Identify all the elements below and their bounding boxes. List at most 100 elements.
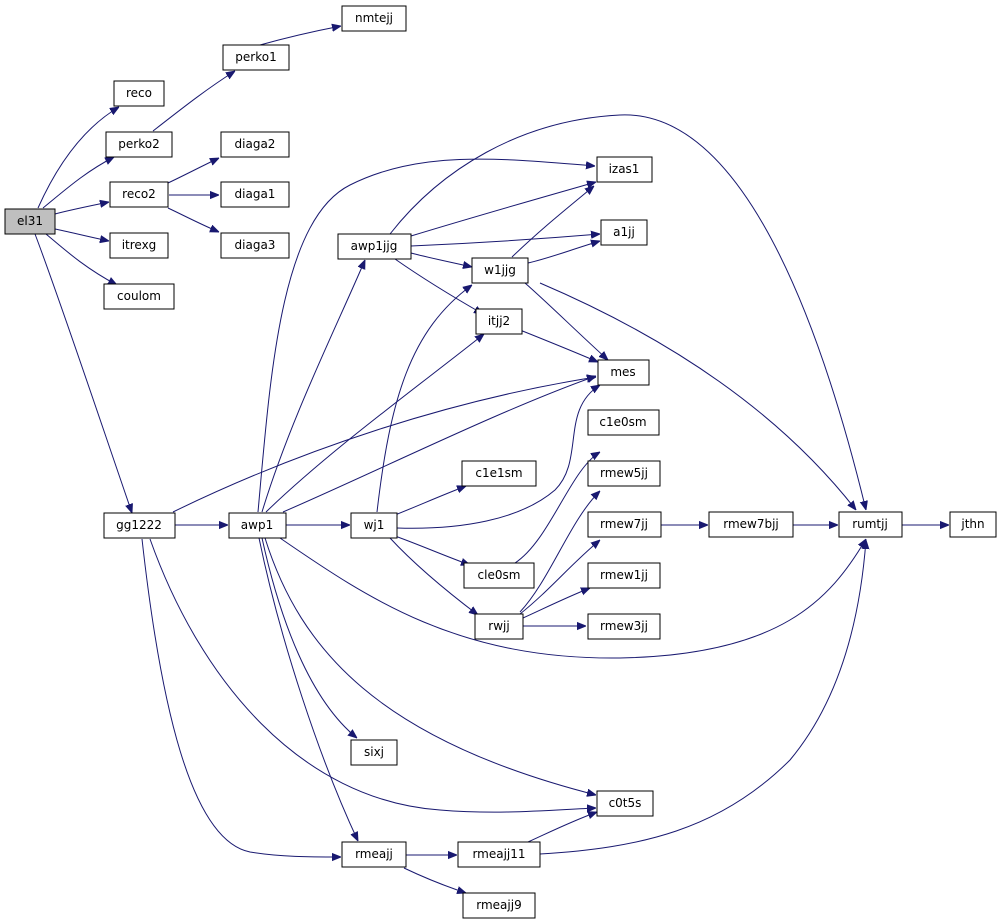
node-label: itjj2 xyxy=(488,314,510,328)
node-label: awp1jjg xyxy=(351,239,398,253)
node-label: awp1 xyxy=(241,518,273,532)
node-wj1[interactable]: wj1 xyxy=(350,512,398,539)
node-reco2[interactable]: reco2 xyxy=(109,181,169,208)
node-jthn[interactable]: jthn xyxy=(949,511,997,538)
node-sixj[interactable]: sixj xyxy=(350,739,398,766)
node-itrexg[interactable]: itrexg xyxy=(109,232,169,259)
node-reco[interactable]: reco xyxy=(113,80,165,107)
node-coulom[interactable]: coulom xyxy=(103,283,175,310)
edge-awp1jjg-izas1 xyxy=(410,182,596,237)
edge-wj1-rwjj xyxy=(389,537,478,615)
edge-itjj2-mes xyxy=(519,329,598,362)
node-label: rwjj xyxy=(488,619,509,633)
node-mes[interactable]: mes xyxy=(597,359,650,386)
node-rmew3jj[interactable]: rmew3jj xyxy=(587,613,661,640)
node-rmew1jj[interactable]: rmew1jj xyxy=(587,562,661,589)
node-diaga1[interactable]: diaga1 xyxy=(220,181,290,208)
node-itjj2[interactable]: itjj2 xyxy=(475,308,523,335)
edge-wj1-cle0sm xyxy=(394,535,470,565)
node-label: reco2 xyxy=(122,187,156,201)
edge-awp1-mes xyxy=(282,376,596,513)
node-rmeajj11[interactable]: rmeajj11 xyxy=(457,841,541,868)
edge-w1jjg-mes xyxy=(524,282,608,360)
node-c1e0sm[interactable]: c1e0sm xyxy=(587,409,660,436)
node-label: sixj xyxy=(364,745,384,759)
node-label: el31 xyxy=(17,214,43,228)
node-label: rmeajj11 xyxy=(472,847,525,861)
edge-wj1-mes xyxy=(396,385,600,529)
edge-w1jjg-rumtjj xyxy=(539,282,856,510)
edge-w1jjg-izas1 xyxy=(511,186,594,258)
edges xyxy=(34,26,949,893)
edge-rmeajj-rmeajj9 xyxy=(403,867,466,893)
node-perko2[interactable]: perko2 xyxy=(105,131,173,158)
node-label: perko2 xyxy=(118,137,159,151)
node-awp1[interactable]: awp1 xyxy=(228,512,287,539)
node-w1jjg[interactable]: w1jjg xyxy=(471,257,529,284)
node-label: c1e0sm xyxy=(599,415,646,429)
edge-awp1jjg-itjj2 xyxy=(394,258,483,314)
node-label: rmeajj9 xyxy=(476,898,521,912)
node-diaga3[interactable]: diaga3 xyxy=(220,232,290,259)
node-izas1[interactable]: izas1 xyxy=(596,156,653,183)
edge-reco2-diaga2 xyxy=(167,158,219,184)
node-cle0sm[interactable]: cle0sm xyxy=(463,562,535,589)
edge-rmeajj11-rumtjj xyxy=(539,540,866,855)
node-label: cle0sm xyxy=(478,568,521,582)
node-label: nmtejj xyxy=(355,11,393,25)
node-rmeajj9[interactable]: rmeajj9 xyxy=(462,892,536,919)
node-el31[interactable]: el31 xyxy=(4,208,56,235)
node-label: diaga2 xyxy=(235,137,276,151)
edge-perko1-nmtejj xyxy=(259,26,341,46)
edge-awp1jjg-w1jjg xyxy=(410,252,472,267)
edge-awp1-awp1jjg xyxy=(261,260,365,513)
edge-el31-perko2 xyxy=(42,157,114,209)
edge-rwjj-rmew7jj xyxy=(519,540,600,615)
node-diaga2[interactable]: diaga2 xyxy=(220,131,290,158)
node-rmew5jj[interactable]: rmew5jj xyxy=(587,460,661,487)
node-nmtejj[interactable]: nmtejj xyxy=(341,5,407,32)
edge-awp1-rmeajj xyxy=(258,537,358,841)
node-label: rmew1jj xyxy=(600,568,648,582)
edge-el31-itrexg xyxy=(54,228,109,241)
node-perko1[interactable]: perko1 xyxy=(222,44,290,71)
node-rumtjj[interactable]: rumtjj xyxy=(838,511,903,538)
node-label: rmew7bjj xyxy=(723,517,779,531)
node-label: gg1222 xyxy=(116,518,162,532)
node-label: rmew5jj xyxy=(600,466,648,480)
node-rmew7bjj[interactable]: rmew7bjj xyxy=(708,511,794,538)
node-rwjj[interactable]: rwjj xyxy=(474,613,524,640)
node-label: w1jjg xyxy=(484,263,516,277)
edge-rmeajj11-c0t5s xyxy=(527,812,597,843)
node-gg1222[interactable]: gg1222 xyxy=(103,512,176,539)
node-rmeajj[interactable]: rmeajj xyxy=(341,841,407,868)
node-label: reco xyxy=(126,86,152,100)
node-label: rumtjj xyxy=(852,517,888,531)
edge-gg1222-rmeajj xyxy=(141,538,341,857)
node-label: rmew7jj xyxy=(600,517,648,531)
node-label: diaga3 xyxy=(235,238,276,252)
edge-el31-gg1222 xyxy=(34,233,132,513)
node-label: c1e1sm xyxy=(475,466,522,480)
node-rmew7jj[interactable]: rmew7jj xyxy=(587,511,662,538)
edge-w1jjg-a1jj xyxy=(527,241,600,264)
edge-awp1jjg-rumtjj xyxy=(389,114,866,510)
nodes: el31 nmtejj perko1 reco perko2 diaga2 re… xyxy=(4,5,997,919)
node-label: a1jj xyxy=(613,225,635,239)
edge-el31-reco2 xyxy=(54,202,109,215)
edge-awp1-c0t5s xyxy=(264,537,596,795)
node-awp1jjg[interactable]: awp1jjg xyxy=(337,233,412,260)
node-c1e1sm[interactable]: c1e1sm xyxy=(461,460,537,487)
edge-reco2-diaga3 xyxy=(167,207,219,232)
node-label: coulom xyxy=(117,289,161,303)
node-a1jj[interactable]: a1jj xyxy=(600,219,648,246)
node-c0t5s[interactable]: c0t5s xyxy=(596,790,654,817)
edge-awp1-itjj2 xyxy=(265,334,484,513)
edge-gg1222-mes xyxy=(172,377,596,513)
edge-gg1222-c0t5s xyxy=(149,538,596,812)
node-label: perko1 xyxy=(235,50,276,64)
node-label: rmew3jj xyxy=(600,619,648,633)
edge-awp1-izas1 xyxy=(257,158,595,513)
edge-perko2-perko1 xyxy=(152,71,235,132)
